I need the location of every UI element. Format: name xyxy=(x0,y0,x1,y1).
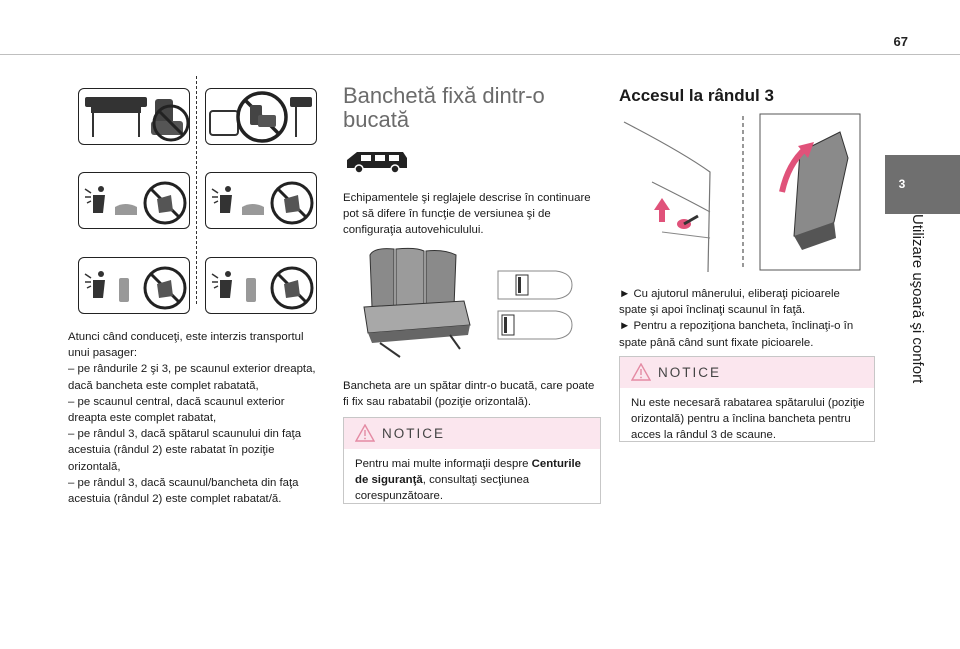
chapter-title: Utilizare uşoară şi confort xyxy=(909,214,926,384)
restriction-item: – pe scaunul central, dacă scaunul exter… xyxy=(68,395,285,425)
step-item: ► Cu ajutorul mânerului, eliberaţi picio… xyxy=(619,288,840,317)
bench-seat-illustration xyxy=(360,245,472,360)
warning-icon xyxy=(631,363,651,381)
bench-forbidden-seat-icon xyxy=(205,88,317,145)
restriction-item: – pe rândul 3, dacă spătarul scaunului d… xyxy=(68,428,302,473)
airbag-seat-forbidden-icon xyxy=(205,172,317,229)
notice-text: Pentru mai multe informaţii despre Centu… xyxy=(355,458,582,503)
passenger-restrictions-text: Atunci când conduceţi, este interzis tra… xyxy=(68,329,324,507)
restriction-item: – pe rândul 3, dacă scaunul/bancheta din… xyxy=(68,476,299,506)
notice-box-backrest: NOTICE Nu este necesară rabatarea spătar… xyxy=(619,356,875,442)
seat-tilt-illustration xyxy=(622,112,862,273)
row3-steps: ► Cu ajutorul mânerului, eliberaţi picio… xyxy=(619,286,869,351)
restriction-item: – pe rândurile 2 şi 3, pe scaunul exteri… xyxy=(68,363,316,392)
bench-caption: Bancheta are un spătar dintr-o bucată, c… xyxy=(343,380,595,409)
header-rule xyxy=(0,54,960,55)
folded-seat-forbidden-icon xyxy=(205,257,317,314)
section-title-row3-access: Accesul la rândul 3 xyxy=(619,86,774,105)
van-layout-diagram xyxy=(492,265,578,350)
bench-front-seat-icon xyxy=(78,88,190,145)
page-number: 67 xyxy=(893,34,908,49)
section-intro: Echipamentele şi reglajele descrise în c… xyxy=(343,192,591,237)
airbag-seat-icon xyxy=(78,172,190,229)
notice-text: Nu este necesară rabatarea spătarului (p… xyxy=(631,397,865,442)
notice-box-seatbelts: NOTICE Pentru mai multe informaţii despr… xyxy=(343,417,601,504)
warning-icon xyxy=(355,424,375,442)
step-item: ► Pentru a repoziţiona bancheta, înclina… xyxy=(619,320,854,349)
notice-header: NOTICE xyxy=(344,418,600,449)
chapter-tab[interactable]: 3 xyxy=(885,155,960,214)
folded-seat-icon xyxy=(78,257,190,314)
notice-label: NOTICE xyxy=(658,365,722,380)
pictogram-divider xyxy=(196,76,197,304)
notice-label: NOTICE xyxy=(382,426,446,441)
notice-header: NOTICE xyxy=(620,357,874,388)
restrictions-intro: Atunci când conduceţi, este interzis tra… xyxy=(68,331,304,360)
van-version-icon xyxy=(345,148,409,174)
seatbelts-link[interactable]: Centurile de siguranţă xyxy=(355,458,582,487)
chapter-number: 3 xyxy=(898,177,906,191)
section-title-bench: Banchetă fixă dintr-o bucată xyxy=(343,83,545,132)
